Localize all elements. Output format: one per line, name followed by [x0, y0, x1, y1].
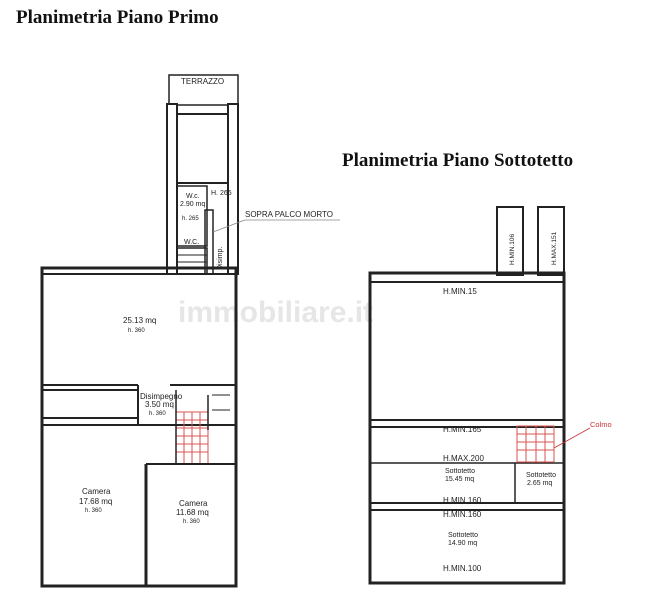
main-block-outline — [40, 266, 238, 588]
attic-hmax151: H.MAX.151 — [551, 231, 558, 265]
main-room-height: h. 360 — [128, 328, 145, 334]
attic-labels: H.MIN.106 H.MAX.151 H.MIN.15 H.MIN.165 H… — [443, 231, 612, 573]
attic-hmin160b: H.MIN.160 — [443, 510, 482, 519]
watermark-text: immobiliare.it — [178, 296, 373, 329]
attic-plan — [368, 206, 566, 585]
wc-area: 2.90 mq — [180, 201, 205, 208]
disimpegno-height: h. 360 — [149, 411, 166, 417]
wc-height: h. 265 — [182, 216, 199, 222]
camera2-height: h. 360 — [183, 519, 200, 525]
attic-tower-left — [496, 206, 524, 276]
attic-hmin165: H.MIN.165 — [443, 425, 482, 434]
wc-room — [176, 185, 208, 247]
attic-room2-area: 2.65 mq — [527, 480, 552, 487]
first-floor-title: Planimetria Piano Primo — [16, 7, 219, 28]
disimp-vertical-label: Disimp. — [217, 247, 224, 270]
attic-hmin106: H.MIN.106 — [509, 234, 516, 265]
annotation-leader-arrow — [212, 219, 246, 233]
height-note: H. 265 — [211, 190, 232, 197]
attic-hmin160a: H.MIN.160 — [443, 496, 482, 505]
corridor-wall-right — [227, 103, 239, 275]
wc-stairs — [176, 247, 208, 275]
camera1-area: 17.68 mq — [79, 497, 112, 506]
attic-room1-area: 15.45 mq — [445, 476, 474, 483]
camera1-height: h. 360 — [85, 508, 102, 514]
attic-hmin100: H.MIN.100 — [443, 564, 482, 573]
camera1-label: Camera — [82, 487, 111, 496]
attic-stairs — [516, 425, 555, 463]
attic-title: Planimetria Piano Sottotetto — [342, 150, 574, 171]
attic-room3-area: 14.90 mq — [448, 540, 477, 547]
corridor-wall-left — [166, 103, 178, 275]
attic-room1-label: Sottotetto — [445, 468, 475, 475]
terrace-label: TERRAZZO — [181, 77, 224, 86]
disimpegno-label: Disimpegno — [140, 392, 183, 401]
annotation-label: SOPRA PALCO MORTO — [245, 210, 333, 219]
disimpegno-stairs — [175, 411, 209, 465]
wc-fixture: W.C. — [184, 239, 199, 246]
wc-label: W.c. — [186, 193, 200, 200]
attic-room3-label: Sottotetto — [448, 532, 478, 539]
attic-hmin15: H.MIN.15 — [443, 287, 477, 296]
attic-room2-label: Sottotetto — [526, 472, 556, 479]
attic-colmo: Colmo — [590, 420, 612, 429]
terrace-outline — [168, 74, 239, 106]
attic-tower-right — [537, 206, 565, 276]
first-floor-plan — [40, 74, 239, 588]
wc-inner — [204, 209, 214, 275]
main-room-area: 25.13 mq — [123, 316, 156, 325]
disimpegno-area: 3.50 mq — [145, 400, 174, 409]
first-floor-labels: TERRAZZO W.c. 2.90 mq h. 265 W.C. H. 265… — [79, 77, 333, 525]
attic-hmax200: H.MAX.200 — [443, 454, 484, 463]
camera2-area: 11.68 mq — [176, 508, 209, 517]
colmo-leader — [553, 427, 591, 449]
camera2-label: Camera — [179, 499, 208, 508]
